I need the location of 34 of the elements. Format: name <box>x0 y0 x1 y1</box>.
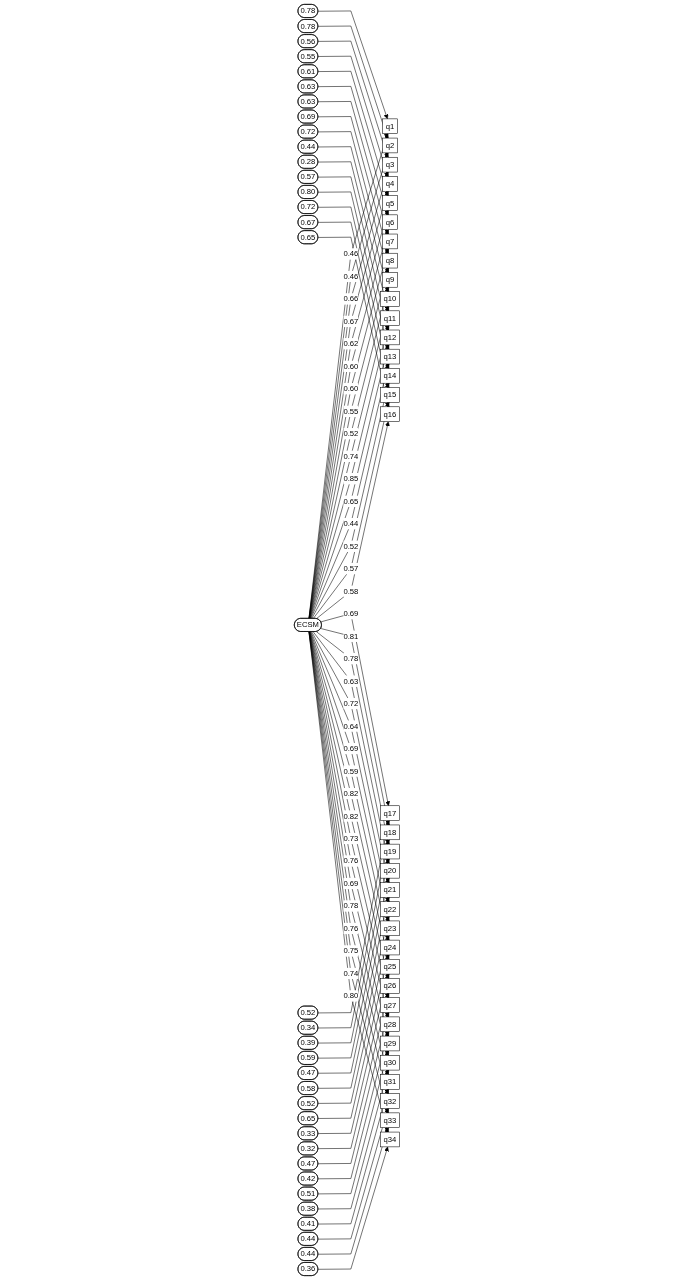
node-box <box>380 291 400 307</box>
node-box <box>380 959 400 975</box>
node-box <box>380 939 400 956</box>
node-box <box>380 1016 400 1032</box>
node-box <box>380 406 400 422</box>
node-box <box>380 1131 400 1148</box>
node-box <box>380 1093 400 1109</box>
node-box <box>380 920 400 936</box>
node-box <box>382 157 398 173</box>
node-box <box>382 214 398 230</box>
node-box <box>380 978 400 994</box>
node-box <box>382 195 398 211</box>
node-box <box>380 1035 400 1052</box>
node-box <box>382 118 398 134</box>
node-box <box>380 329 400 346</box>
node-box <box>382 252 398 269</box>
node-box <box>380 843 400 860</box>
node-box <box>380 348 400 365</box>
node-box <box>382 137 398 154</box>
node-box <box>380 997 400 1013</box>
node-box <box>380 882 400 898</box>
node-box <box>380 1055 400 1071</box>
node-box <box>380 368 400 384</box>
node-box <box>380 1074 400 1090</box>
node-box <box>382 176 398 192</box>
node-box <box>380 1112 400 1128</box>
node-box <box>380 310 400 326</box>
node-box <box>382 233 398 250</box>
node-box <box>380 863 400 879</box>
node-box <box>380 901 400 917</box>
node-box <box>382 272 398 288</box>
node-box <box>380 805 400 821</box>
node-box <box>380 387 400 403</box>
node-box <box>380 824 400 841</box>
